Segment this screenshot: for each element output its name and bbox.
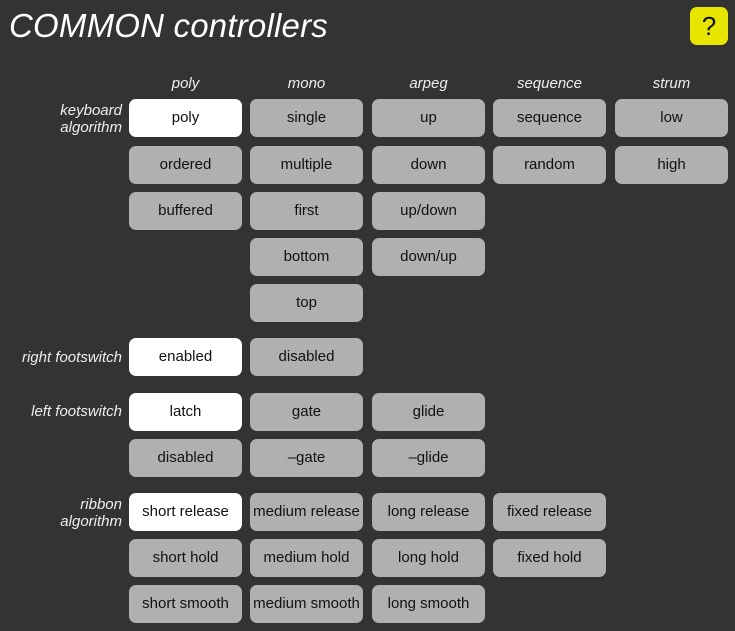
left-footswitch-latch-button[interactable]: latch <box>129 393 242 431</box>
keyboard-first-button[interactable]: first <box>250 192 363 230</box>
keyboard-ordered-button[interactable]: ordered <box>129 146 242 184</box>
keyboard-bottom-button[interactable]: bottom <box>250 238 363 276</box>
left-footswitch-inverted-gate-button[interactable]: –gate <box>250 439 363 477</box>
ribbon-short-smooth-button[interactable]: short smooth <box>129 585 242 623</box>
keyboard-sequence-button[interactable]: sequence <box>493 99 606 137</box>
keyboard-multiple-button[interactable]: multiple <box>250 146 363 184</box>
keyboard-low-button[interactable]: low <box>615 99 728 137</box>
row-label-ribbon-algorithm: ribbon algorithm <box>60 496 122 530</box>
keyboard-high-button[interactable]: high <box>615 146 728 184</box>
left-footswitch-glide-button[interactable]: glide <box>372 393 485 431</box>
column-header-strum: strum <box>652 75 691 92</box>
keyboard-top-button[interactable]: top <box>250 284 363 322</box>
keyboard-single-button[interactable]: single <box>250 99 363 137</box>
ribbon-medium-hold-button[interactable]: medium hold <box>250 539 363 577</box>
ribbon-medium-release-button[interactable]: medium release <box>250 493 363 531</box>
row-label-right-footswitch: right footswitch <box>21 349 122 366</box>
page-title: COMMON controllers <box>9 7 328 44</box>
right-footswitch-disabled-button[interactable]: disabled <box>250 338 363 376</box>
left-footswitch-disabled-button[interactable]: disabled <box>129 439 242 477</box>
ribbon-fixed-release-button[interactable]: fixed release <box>493 493 606 531</box>
column-header-mono: mono <box>287 75 326 92</box>
ribbon-long-release-button[interactable]: long release <box>372 493 485 531</box>
keyboard-up-down-button[interactable]: up/down <box>372 192 485 230</box>
keyboard-buffered-button[interactable]: buffered <box>129 192 242 230</box>
column-header-sequence: sequence <box>516 75 583 92</box>
ribbon-short-hold-button[interactable]: short hold <box>129 539 242 577</box>
ribbon-fixed-hold-button[interactable]: fixed hold <box>493 539 606 577</box>
ribbon-short-release-button[interactable]: short release <box>129 493 242 531</box>
row-label-left-footswitch: left footswitch <box>31 403 122 420</box>
ribbon-medium-smooth-button[interactable]: medium smooth <box>250 585 363 623</box>
right-footswitch-enabled-button[interactable]: enabled <box>129 338 242 376</box>
ribbon-long-hold-button[interactable]: long hold <box>372 539 485 577</box>
keyboard-down-up-button[interactable]: down/up <box>372 238 485 276</box>
column-header-poly: poly <box>171 75 200 92</box>
keyboard-random-button[interactable]: random <box>493 146 606 184</box>
keyboard-poly-button[interactable]: poly <box>129 99 242 137</box>
keyboard-up-button[interactable]: up <box>372 99 485 137</box>
help-button[interactable]: ? <box>690 7 728 45</box>
keyboard-down-button[interactable]: down <box>372 146 485 184</box>
left-footswitch-gate-button[interactable]: gate <box>250 393 363 431</box>
ribbon-long-smooth-button[interactable]: long smooth <box>372 585 485 623</box>
row-label-keyboard-algorithm: keyboard algorithm <box>60 102 122 136</box>
column-header-arpeg: arpeg <box>409 75 448 92</box>
left-footswitch-inverted-glide-button[interactable]: –glide <box>372 439 485 477</box>
